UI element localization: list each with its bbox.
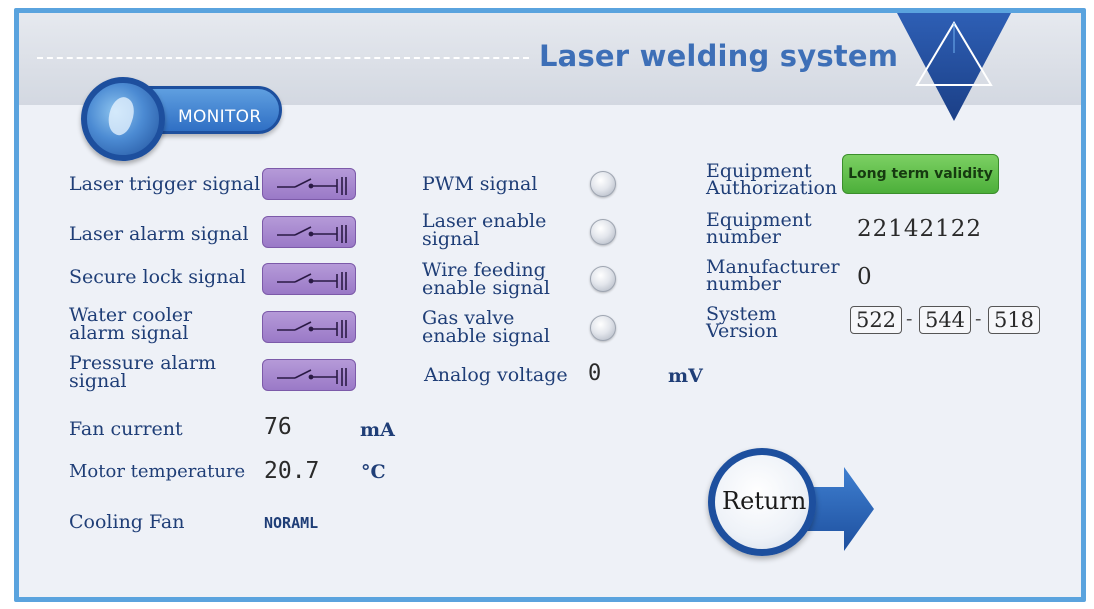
equipment-authorization-label-line2: Authorization [706,177,838,199]
page-title: Laser welding system [539,39,899,73]
laser-alarm-signal-label: Laser alarm signal [69,223,249,245]
triangle-logo-icon [897,13,1011,121]
system-version-label: System Version [706,303,778,342]
equipment-number-label-line2: number [706,226,781,248]
analog-voltage-unit: mV [668,365,703,387]
pressure-alarm-label-line1: Pressure alarm [69,352,217,374]
return-button-label: Return [722,487,807,515]
manufacturer-number-label-line1: Manufacturer [706,256,840,278]
monitor-badge: MONITOR [77,71,287,161]
water-cooler-alarm-switch-icon [262,311,356,343]
system-version-part-1: 522 [850,306,902,334]
gas-valve-enable-label: Gas valve enable signal [422,307,550,347]
manufacturer-number-label-line2: number [706,273,781,295]
equipment-number-label-line1: Equipment [706,209,812,231]
laser-enable-indicator-led-icon [590,219,616,245]
motor-temperature-label: Motor temperature [69,461,246,482]
manufacturer-number-value: 0 [857,264,872,290]
motor-temperature-value: 20.7 [264,458,320,484]
pwm-indicator-led-icon [590,171,616,197]
system-version-separator-2: - [975,308,982,330]
secure-lock-switch-icon [262,263,356,295]
system-version-separator-1: - [906,308,913,330]
authorization-status-badge: Long term validity [842,154,999,194]
laser-alarm-switch-icon [262,216,356,248]
pressure-alarm-switch-icon [262,359,356,391]
globe-icon [81,77,165,161]
pressure-alarm-label: Pressure alarm signal [69,352,217,392]
wire-feeding-label-line1: Wire feeding [422,259,546,281]
motor-temperature-unit: °C [361,461,386,483]
system-version-part-3: 518 [988,306,1040,334]
pwm-signal-label: PWM signal [422,173,538,195]
water-cooler-alarm-label-line2: alarm signal [69,322,189,344]
water-cooler-alarm-label: Water cooler alarm signal [69,304,193,344]
system-version-label-line1: System [706,303,777,325]
system-version-label-line2: Version [706,320,778,342]
equipment-number-label: Equipment number [706,209,812,248]
arrow-right-icon [804,467,874,551]
manufacturer-number-label: Manufacturer number [706,256,840,295]
return-button[interactable]: Return [708,445,878,556]
pressure-alarm-label-line2: signal [69,370,127,392]
gas-valve-label-line1: Gas valve [422,307,515,329]
cooling-fan-label: Cooling Fan [69,511,185,533]
equipment-authorization-label: Equipment Authorization [706,160,838,199]
fan-current-label: Fan current [69,418,183,440]
water-cooler-alarm-label-line1: Water cooler [69,304,193,326]
laser-enable-label-line2: signal [422,228,480,250]
wire-feeding-enable-label: Wire feeding enable signal [422,259,550,299]
laser-enable-signal-label: Laser enable signal [422,210,547,250]
wire-feeding-indicator-led-icon [590,266,616,292]
hmi-panel: Laser welding system MONITOR [14,8,1086,602]
monitor-label: MONITOR [178,107,262,127]
gas-valve-indicator-led-icon [590,315,616,341]
analog-voltage-label: Analog voltage [424,364,568,386]
laser-trigger-signal-label: Laser trigger signal [69,173,261,195]
laser-trigger-switch-icon [262,168,356,200]
laser-enable-label-line1: Laser enable [422,210,547,232]
equipment-authorization-label-line1: Equipment [706,160,812,182]
equipment-number-value: 22142122 [857,216,983,242]
gas-valve-label-line2: enable signal [422,325,550,347]
return-button-circle[interactable] [708,448,816,556]
fan-current-unit: mA [360,419,395,441]
analog-voltage-value: 0 [588,361,602,386]
cooling-fan-status: NORAML [264,514,319,532]
wire-feeding-label-line2: enable signal [422,277,550,299]
system-version-part-2: 544 [919,306,971,334]
header-divider [37,57,529,59]
secure-lock-signal-label: Secure lock signal [69,266,246,288]
fan-current-value: 76 [264,414,292,440]
